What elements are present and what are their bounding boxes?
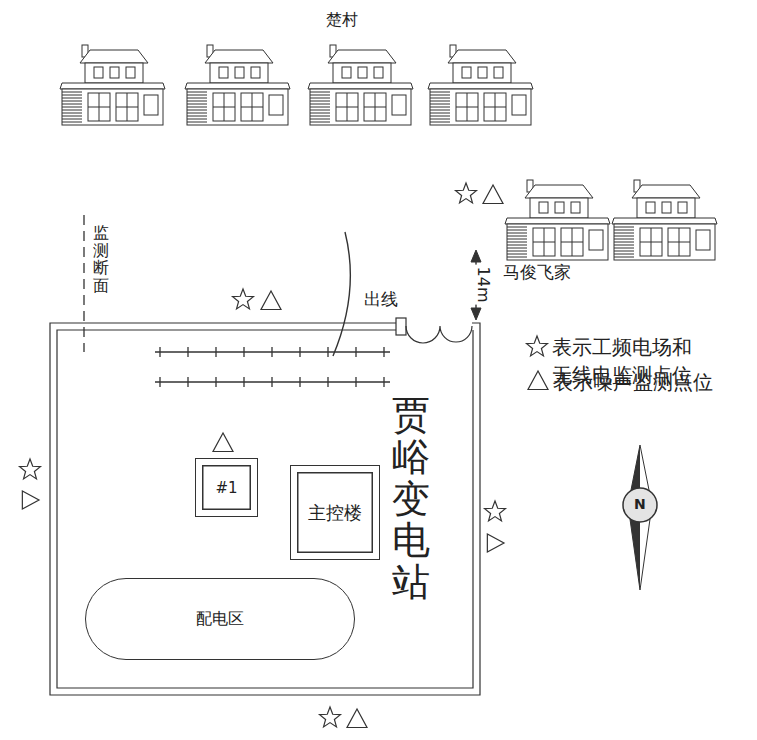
house-icon (505, 180, 610, 260)
house-owner-name: 马俊飞家 (503, 262, 571, 282)
substation-area: 贾峪变电站 #1 主控楼配电区 (50, 323, 480, 695)
node-label: 主控楼 (308, 502, 362, 524)
north-letter: N (634, 496, 646, 513)
field-monitor-star (20, 459, 41, 479)
house-icon (185, 45, 290, 125)
busbar (155, 347, 390, 387)
distance-dimension: 14m (473, 265, 492, 305)
legend-triangle-sample (528, 371, 548, 390)
section-name: 监测断面 (93, 224, 109, 294)
node-label: #1 (215, 479, 237, 497)
distribution-area-oval: 配电区 (85, 578, 355, 660)
station-fence (50, 318, 480, 695)
noise-monitor-triangle (22, 491, 39, 509)
legend-star-sample (527, 336, 548, 356)
outgoing-line (333, 232, 350, 356)
house-icon (60, 45, 165, 125)
control-building-box: 主控楼 (290, 465, 380, 560)
house-icon (308, 45, 413, 125)
noise-monitor-triangle (261, 291, 281, 310)
node-label: 配电区 (196, 609, 244, 628)
house-icon (612, 180, 717, 260)
station-name: 贾峪变电站 (392, 395, 430, 604)
field-monitor-star (233, 289, 254, 309)
field-monitor-star (456, 183, 477, 203)
transformer-box: #1 (195, 458, 258, 517)
noise-monitor-triangle (487, 534, 504, 552)
noise-monitor-triangle (347, 709, 367, 728)
section-line (83, 215, 84, 352)
noise-monitor-triangle (483, 185, 503, 204)
noise-monitor-triangle (213, 433, 233, 452)
house-icon (428, 45, 533, 125)
field-monitor-star (485, 501, 506, 521)
village-name: 楚村 (326, 10, 358, 29)
legend-noise-text-row: 表示噪声监测点位 (553, 368, 753, 396)
outgoing-line-label: 出线 (364, 289, 398, 309)
legend-noise-text: 表示噪声监测点位 (553, 368, 753, 396)
north-compass (623, 445, 657, 590)
field-monitor-star (320, 707, 341, 727)
